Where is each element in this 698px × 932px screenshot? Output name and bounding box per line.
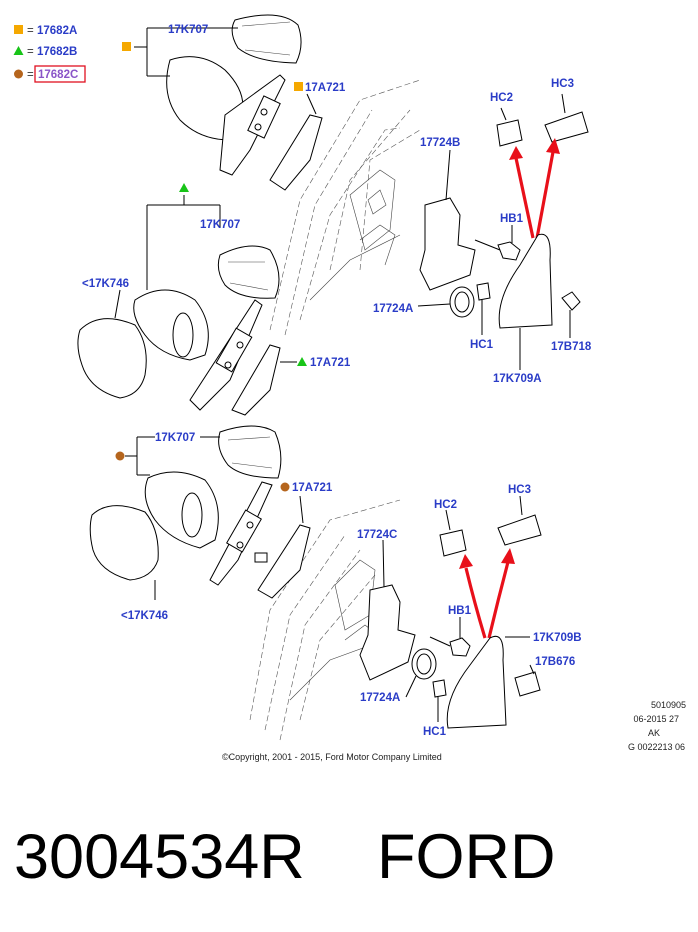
lower-hc1-clip xyxy=(432,679,447,698)
group2-triangle-icon xyxy=(179,183,189,192)
lower-arrow-hc2 xyxy=(464,567,487,639)
legend-highlight-box xyxy=(34,65,86,83)
legend-circle-17682C-icon xyxy=(14,69,23,79)
label-lower-17b676[interactable]: 17B676 xyxy=(535,656,575,668)
copyright-text: ©Copyright, 2001 - 2015, Ford Motor Comp… xyxy=(222,752,442,762)
ref-line-4: G 0022213 06 xyxy=(628,742,685,752)
group3-cover xyxy=(257,524,311,599)
label-upper-17724b[interactable]: 17724B xyxy=(420,137,460,149)
lower-17724c-gasket xyxy=(359,584,416,681)
caption-brand: FORD xyxy=(377,822,555,892)
lower-hc2-clip xyxy=(439,529,467,557)
label-lower-hc3[interactable]: HC3 xyxy=(508,484,531,496)
mirror-assembly-17682C xyxy=(89,425,311,600)
legend-code-17682C[interactable]: 17682C xyxy=(38,69,78,81)
lower-hc3-clip xyxy=(497,514,542,546)
label-lower-17k709b[interactable]: 17K709B xyxy=(533,632,582,644)
lower-17724a-grommet xyxy=(411,648,437,680)
door-frame-upper xyxy=(269,79,421,336)
group3-cover-circle-icon xyxy=(280,482,290,492)
group2-cap xyxy=(77,318,147,399)
group3-glass xyxy=(218,425,282,479)
label-upper-hc3[interactable]: HC3 xyxy=(551,78,574,90)
group3-circle-icon xyxy=(115,451,125,461)
label-upper-hc2[interactable]: HC2 xyxy=(490,92,513,104)
upper-17724a-grommet xyxy=(449,286,475,318)
group1-cover xyxy=(269,114,323,191)
upper-17k709a-trim xyxy=(498,233,553,329)
group1-glass xyxy=(231,14,302,64)
legend-equals-b: = xyxy=(27,46,34,58)
caption-part-number: 3004534R xyxy=(14,822,305,892)
lower-17k709b-trim xyxy=(446,635,507,729)
label-upper-hc1[interactable]: HC1 xyxy=(470,339,494,351)
label-group1-glass[interactable]: 17K707 xyxy=(168,24,208,36)
label-upper-17k709a[interactable]: 17K709A xyxy=(493,373,542,385)
lower-17b676-fastener xyxy=(514,671,541,697)
ref-line-1: 5010905 xyxy=(651,700,686,710)
legend-code-17682B[interactable]: 17682B xyxy=(37,46,77,58)
label-upper-17b718[interactable]: 17B718 xyxy=(551,341,592,353)
upper-hc3-clip xyxy=(544,111,589,143)
group2-housing xyxy=(133,289,209,361)
label-group3-mirror[interactable]: <17K746 xyxy=(121,610,168,622)
upper-hc1-clip xyxy=(476,282,491,301)
upper-hb1-bolt xyxy=(497,241,521,261)
legend-code-17682A[interactable]: 17682A xyxy=(37,25,77,37)
group2-cover-triangle-icon xyxy=(297,357,307,366)
legend-equals-c: = xyxy=(27,69,34,81)
label-group3-glass[interactable]: 17K707 xyxy=(155,432,195,444)
ref-line-3: AK xyxy=(648,728,660,738)
group1-square-icon xyxy=(122,42,131,51)
lower-hb1-bolt xyxy=(449,637,471,657)
upper-17b718-fastener xyxy=(561,291,581,311)
label-upper-17724a[interactable]: 17724A xyxy=(373,303,413,315)
label-group2-glass[interactable]: 17K707 xyxy=(200,219,240,231)
group2-cover xyxy=(231,344,281,416)
legend: = 17682A = 17682B = 17682C xyxy=(13,25,86,83)
lower-arrow-hc3 xyxy=(487,561,510,639)
upper-17724b-gasket xyxy=(419,197,476,291)
mirror-assembly-17682A xyxy=(122,14,323,191)
lower-detail xyxy=(359,495,542,729)
group2-glass xyxy=(217,245,280,299)
label-lower-17724a[interactable]: 17724A xyxy=(360,692,400,704)
label-lower-hc2[interactable]: HC2 xyxy=(434,499,457,511)
label-group1-cover[interactable]: 17A721 xyxy=(305,82,346,94)
legend-triangle-17682B-icon xyxy=(13,46,24,55)
label-upper-hb1[interactable]: HB1 xyxy=(500,213,524,225)
label-lower-hc1[interactable]: HC1 xyxy=(423,726,447,738)
upper-arrow-hc2 xyxy=(514,157,535,239)
label-lower-hb1[interactable]: HB1 xyxy=(448,605,472,617)
legend-square-17682A-icon xyxy=(14,25,23,34)
group3-cap xyxy=(89,505,159,581)
label-group3-cover[interactable]: 17A721 xyxy=(292,482,333,494)
upper-arrow-hc3 xyxy=(535,151,555,239)
label-group2-cover[interactable]: 17A721 xyxy=(310,357,351,369)
legend-equals-a: = xyxy=(27,25,34,37)
mirror-assembly-17682B xyxy=(77,183,307,416)
upper-hc2-clip xyxy=(496,119,523,147)
group1-cover-square-icon xyxy=(294,82,303,91)
label-group2-mirror[interactable]: <17K746 xyxy=(82,278,129,290)
upper-detail xyxy=(417,93,589,370)
ref-line-2: 06-2015 27 xyxy=(633,714,679,724)
label-lower-17724c[interactable]: 17724C xyxy=(357,529,397,541)
